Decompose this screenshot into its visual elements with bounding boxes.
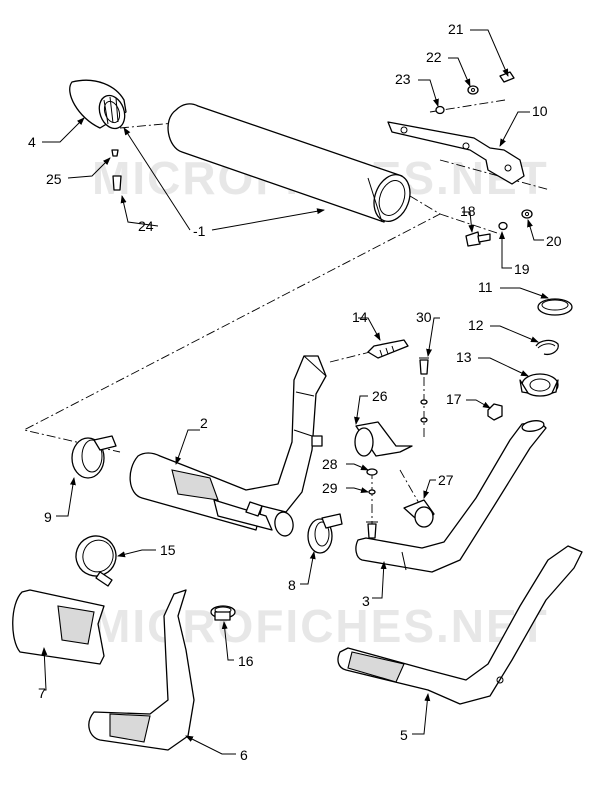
- callout-17: 17: [446, 391, 462, 407]
- callout-9: 9: [44, 509, 52, 525]
- hardware-28-29: [366, 468, 378, 539]
- callout-2: 2: [200, 415, 208, 431]
- flange-part-13: [519, 373, 559, 397]
- muffler-part-1: [167, 103, 411, 223]
- heat-shield-part-7: [12, 589, 105, 665]
- sensor-part-14: [367, 339, 409, 359]
- clamp-part-8: [307, 513, 343, 554]
- bracket-part-10: [387, 121, 525, 185]
- callout-leaders: [41, 29, 549, 755]
- screw-part-30: [419, 357, 429, 423]
- clamp-ring-part-11: [537, 298, 573, 316]
- clamp-part-16: [210, 605, 236, 621]
- callout-14: 14: [352, 309, 368, 325]
- callout-12: 12: [468, 317, 484, 333]
- callout-26: 26: [372, 388, 388, 404]
- heat-shield-part-5: [337, 545, 583, 705]
- callout-21: 21: [448, 21, 464, 37]
- callout-23: 23: [395, 71, 411, 87]
- watermark-bottom: MICROFICHES.NET: [92, 600, 549, 652]
- callout-27: 27: [438, 472, 454, 488]
- callout-labels: 4 25 24 -1 21 22 23 10 18 19 20 11 12 13…: [28, 21, 562, 763]
- callout-25: 25: [46, 171, 62, 187]
- callout-4: 4: [28, 134, 36, 150]
- callout-8: 8: [288, 577, 296, 593]
- hardware-21-22-23: [435, 71, 515, 115]
- callout-24: 24: [138, 218, 154, 234]
- clamp-part-26: [354, 421, 413, 457]
- callout-29: 29: [322, 480, 338, 496]
- head-pipe-part-3: [355, 420, 547, 573]
- heat-shield-part-6: [88, 589, 195, 751]
- clamp-part-27: [403, 499, 435, 528]
- callout-7: 7: [38, 685, 46, 701]
- hardware-24-25: [111, 149, 122, 191]
- callout-11: 11: [478, 279, 493, 295]
- callout-3: 3: [362, 593, 370, 609]
- callout-19: 19: [514, 261, 530, 277]
- callout-15: 15: [160, 542, 176, 558]
- hardware-18-19-20: [465, 209, 533, 247]
- callout-22: 22: [426, 49, 442, 65]
- callout-30: 30: [416, 309, 432, 325]
- callout-6: 6: [240, 747, 248, 763]
- callout-13: 13: [456, 349, 472, 365]
- callout-16: 16: [238, 653, 254, 669]
- head-pipe-part-2: [129, 355, 327, 537]
- gasket-part-12: [535, 339, 559, 356]
- callout-18: 18: [460, 203, 476, 219]
- callout-10: 10: [532, 103, 548, 119]
- callout-5: 5: [400, 727, 408, 743]
- callout-20: 20: [546, 233, 562, 249]
- callout-28: 28: [322, 456, 338, 472]
- callout-1: -1: [193, 223, 206, 239]
- clamp-band-part-15: [75, 535, 117, 587]
- clamp-part-9: [71, 435, 117, 479]
- end-cap-part-4: [69, 79, 127, 130]
- nut-part-17: [487, 403, 503, 421]
